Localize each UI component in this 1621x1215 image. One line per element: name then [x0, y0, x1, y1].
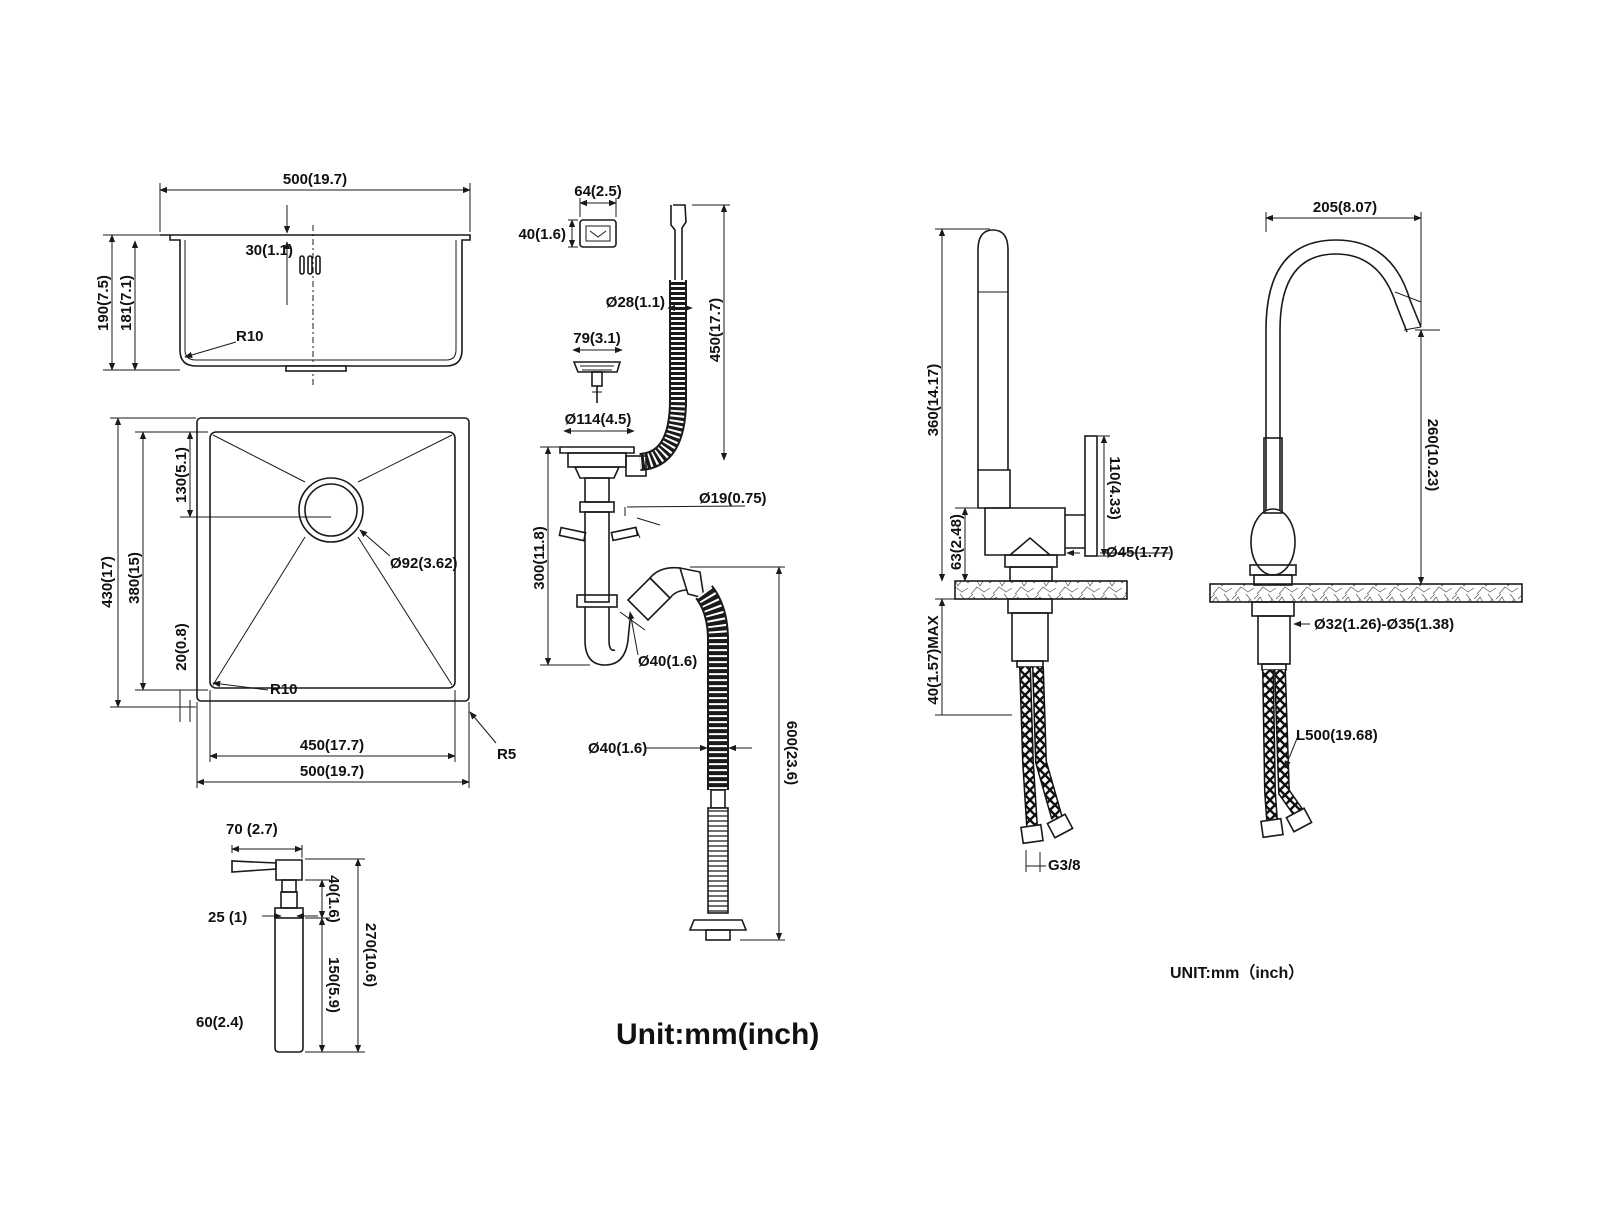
sink-top-outer-width-label: 500(19.7) [300, 763, 364, 780]
unit-label-right: UNIT:mm（inch） [1170, 964, 1304, 982]
dispenser-neck-height-label: 40(1.6) [325, 875, 342, 923]
sink-top-depth-label: 430(17) [99, 556, 116, 608]
dispenser-width-label: 70 (2.7) [226, 821, 278, 838]
basket-width-label: 79(3.1) [573, 330, 621, 347]
drain-assembly: 64(2.5) 40(1.6) Ø28(1.1) 450(17.7) 79(3.… [518, 183, 800, 941]
sink-drain-diameter-label: Ø92(3.62) [390, 555, 458, 572]
hose-diameter-label: Ø40(1.6) [588, 740, 647, 757]
sink-top-inner-radius-label: R10 [270, 681, 298, 698]
hose-length-label: 600(23.6) [783, 721, 800, 785]
dispenser-neck-label: 25 (1) [208, 909, 247, 926]
sink-inner-depth-label: 181(7.1) [118, 275, 135, 331]
faucet-front-view: 205(8.07) 260(10.23) Ø32(1.26)-Ø35(1.38)… [1209, 199, 1523, 839]
faucet-body-height-label: 63(2.48) [948, 514, 965, 570]
side-inlet-diameter-label: Ø19(0.75) [699, 490, 767, 507]
faucet-thread-label: G3/8 [1048, 857, 1081, 874]
soap-dispenser: 70 (2.7) 25 (1) 40(1.6) 150(5.9) 270(10.… [196, 821, 379, 1053]
faucet-deck-thickness-label: 40(1.57)MAX [925, 615, 942, 704]
sink-side-view: 500(19.7) 30(1.1) 190(7.5) 181(7.1) R10 [95, 171, 471, 385]
trap-height-label: 300(11.8) [531, 526, 548, 589]
sink-top-outer-radius-label: R5 [497, 746, 516, 763]
faucet-handle-label: 110(4.33) [1106, 456, 1123, 519]
sink-top-view: 430(17) 380(15) 130(5.1) 20(0.8) Ø92(3.6… [99, 417, 516, 788]
flange-diameter-label: Ø114(4.5) [565, 411, 632, 428]
overflow-box-width-label: 64(2.5) [574, 183, 622, 200]
faucet-hose-length-label: L500(19.68) [1296, 727, 1378, 744]
dispenser-total-height-label: 270(10.6) [362, 923, 379, 987]
sink-top-inner-width-label: 450(17.7) [300, 737, 364, 754]
faucet-side-view: G3/8 360(14.17) 110(4.33) 63(2.48) Ø45(1… [925, 228, 1174, 874]
faucet-height-label: 360(14.17) [925, 364, 942, 437]
trap-diameter-label: Ø40(1.6) [638, 653, 697, 670]
dispenser-bottle-height-label: 150(5.9) [325, 957, 342, 1013]
sink-rim-label: 30(1.1) [245, 242, 293, 259]
overflow-hose-length-label: 450(17.7) [707, 298, 724, 362]
sink-bottom-offset-label: 20(0.8) [173, 623, 190, 671]
sink-top-inner-depth-label: 380(15) [126, 552, 143, 604]
faucet-shank-diameter-label: Ø32(1.26)-Ø35(1.38) [1314, 616, 1454, 633]
sink-side-radius-label: R10 [236, 328, 264, 345]
faucet-spout-height-label: 260(10.23) [1424, 419, 1441, 492]
unit-label-left: Unit:mm(inch) [616, 1018, 819, 1051]
sink-side-width-label: 500(19.7) [283, 171, 347, 188]
sink-drain-offset-label: 130(5.1) [173, 447, 190, 503]
sink-total-depth-label: 190(7.5) [95, 275, 112, 331]
faucet-body-diameter-label: Ø45(1.77) [1106, 544, 1174, 561]
dispenser-bottle-diameter-label: 60(2.4) [196, 1014, 244, 1031]
faucet-reach-label: 205(8.07) [1313, 199, 1377, 216]
overflow-box-height-label: 40(1.6) [518, 226, 566, 243]
overflow-hose-diameter-label: Ø28(1.1) [606, 294, 665, 311]
